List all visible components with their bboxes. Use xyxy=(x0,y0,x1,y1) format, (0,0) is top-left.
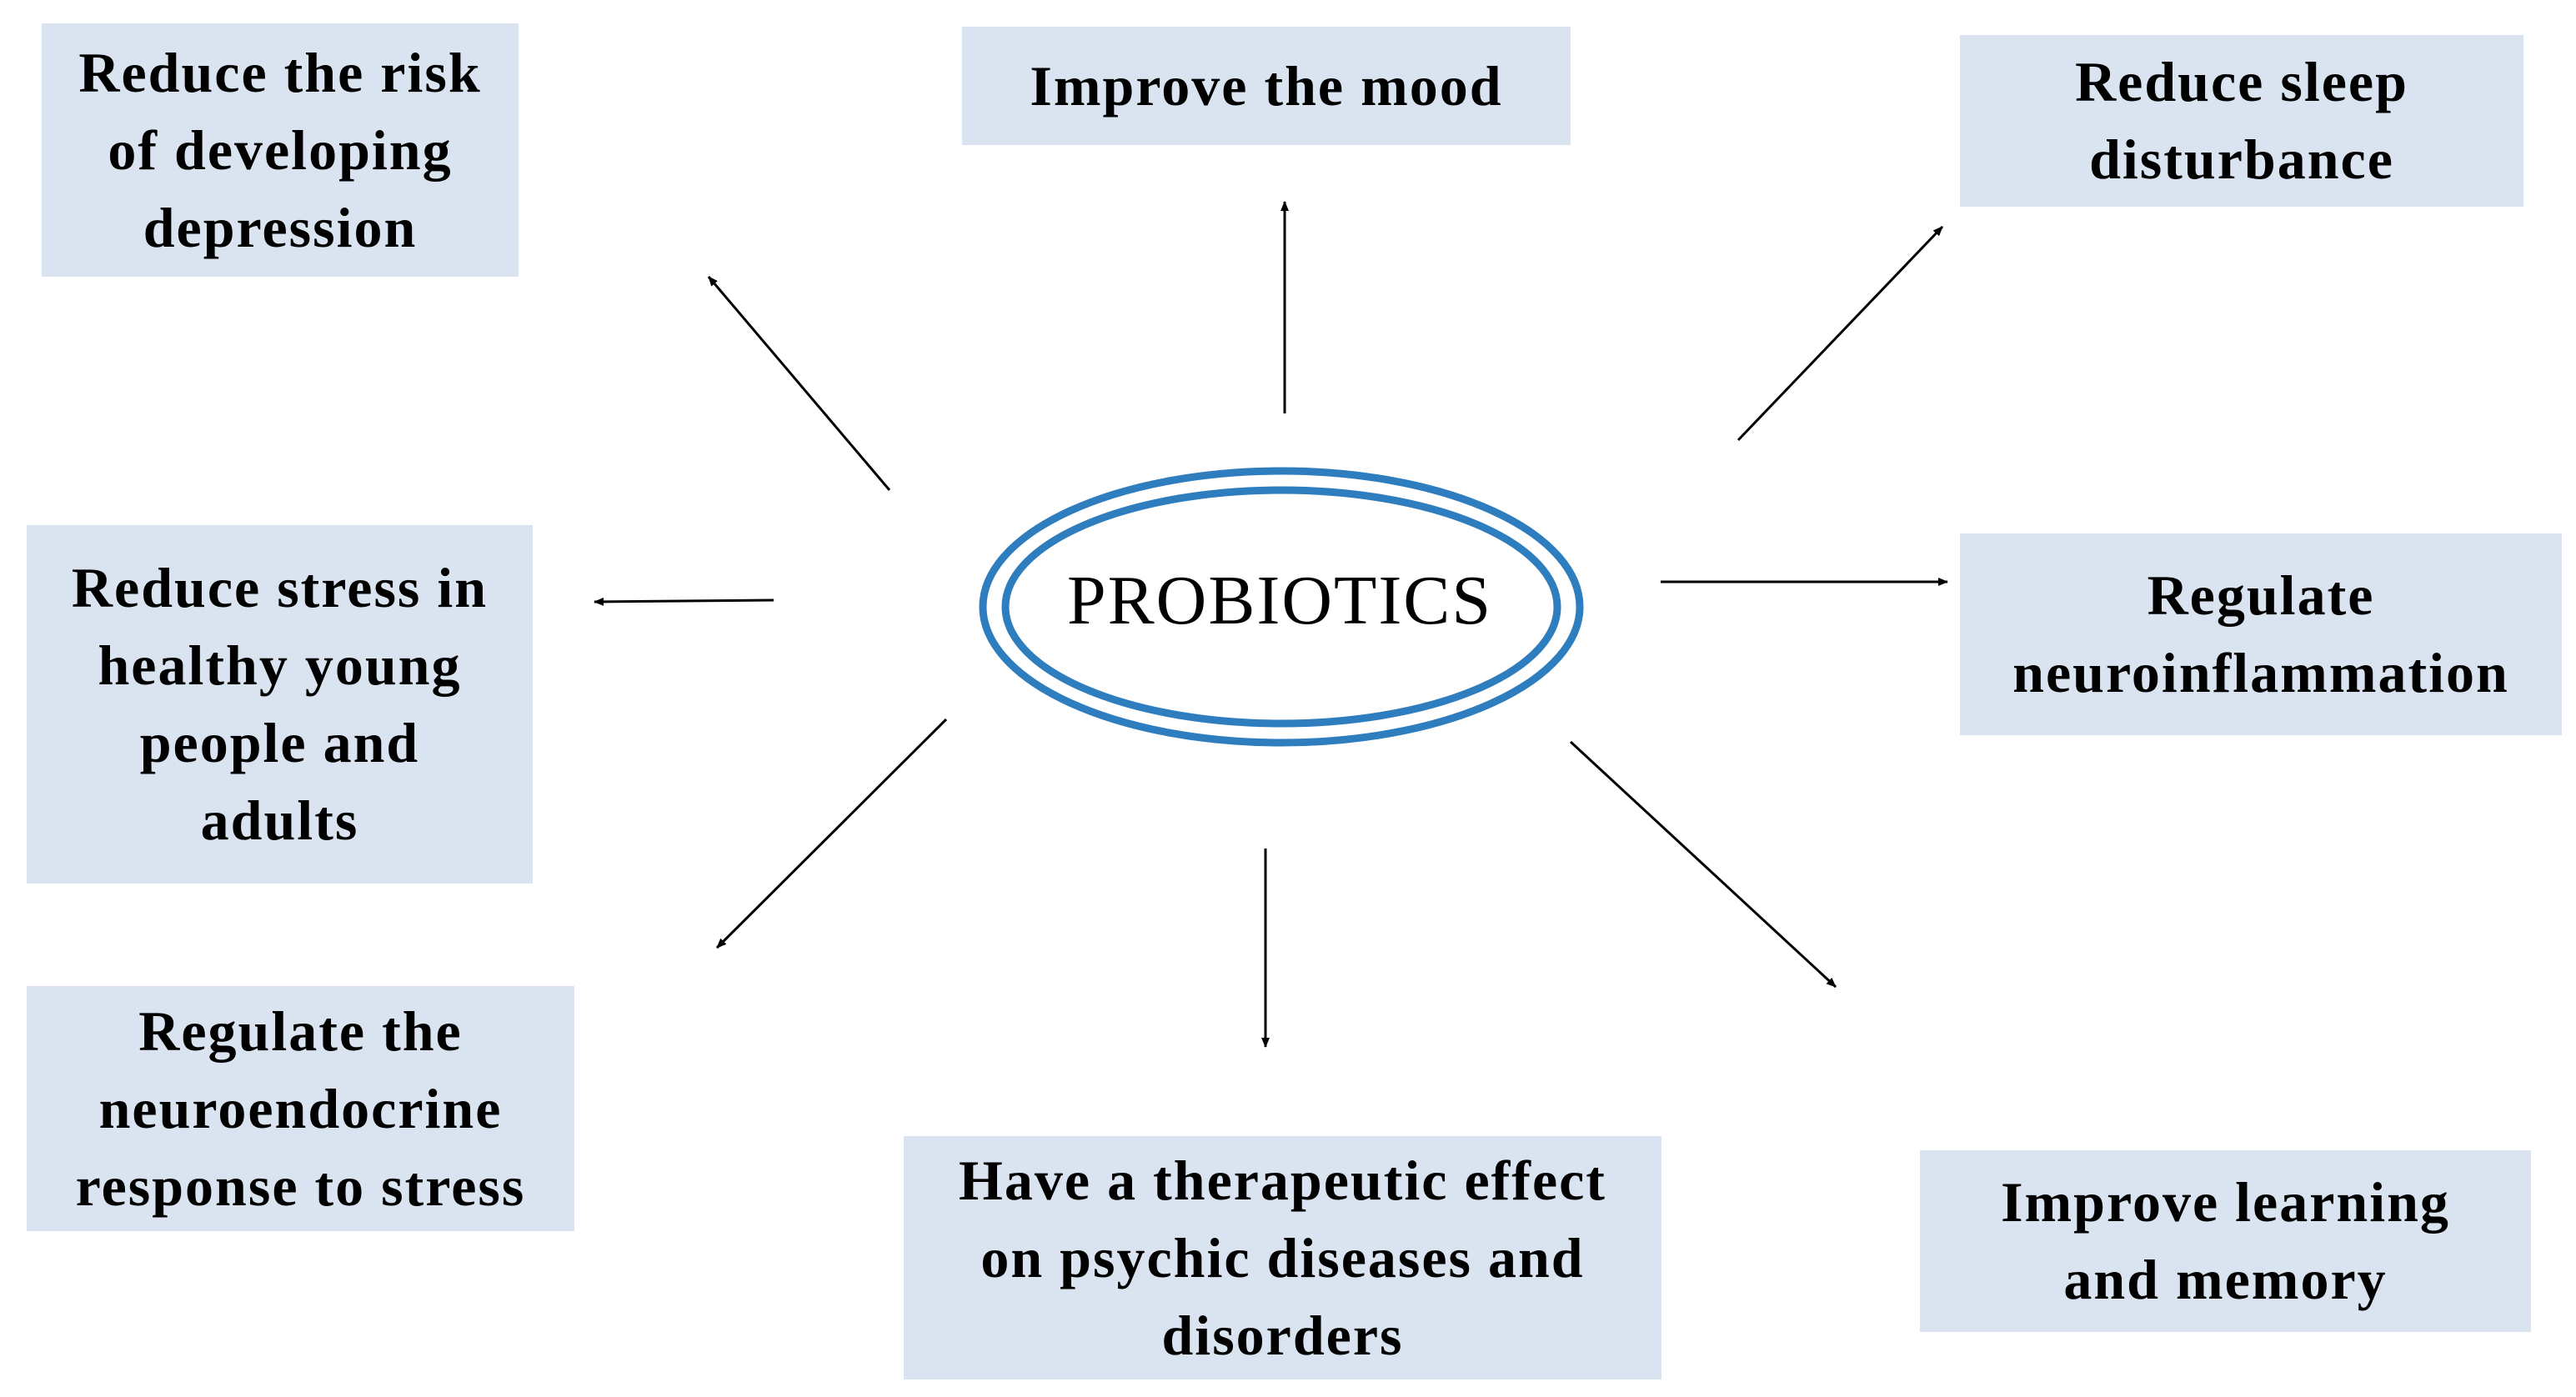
box-regulate-neuroinflammation: Regulate neuroinflammation xyxy=(1960,533,2562,735)
box-therapeutic-effect-text: Have a therapeutic effect on psychic dis… xyxy=(959,1148,1606,1367)
box-improve-learning-text: Improve learning and memory xyxy=(2001,1170,2450,1311)
box-reduce-sleep-disturbance-text: Reduce sleep disturbance xyxy=(2075,50,2408,191)
box-improve-mood-text: Improve the mood xyxy=(1030,53,1503,118)
box-regulate-neuroendocrine-text: Regulate the neuroendocrine response to … xyxy=(75,999,526,1218)
box-regulate-neuroinflammation-text: Regulate neuroinflammation xyxy=(2012,563,2509,704)
box-reduce-depression-risk-text: Reduce the risk of developing depression xyxy=(78,40,482,259)
box-therapeutic-effect: Have a therapeutic effect on psychic dis… xyxy=(904,1136,1661,1379)
box-improve-learning: Improve learning and memory xyxy=(1920,1150,2531,1332)
arrow-to-learning xyxy=(1569,740,1837,989)
arrow-to-depression-risk xyxy=(707,276,891,491)
box-regulate-neuroendocrine: Regulate the neuroendocrine response to … xyxy=(27,986,574,1231)
arrow-to-sleep xyxy=(1737,225,1944,442)
box-reduce-stress-text: Reduce stress in healthy young people an… xyxy=(71,556,489,852)
arrow-to-stress xyxy=(594,597,774,606)
box-reduce-sleep-disturbance: Reduce sleep disturbance xyxy=(1960,35,2523,207)
box-improve-mood: Improve the mood xyxy=(962,27,1571,145)
box-reduce-stress: Reduce stress in healthy young people an… xyxy=(27,525,533,884)
probiotics-ellipse-inner xyxy=(1001,486,1561,728)
arrow-to-neuroendocrine xyxy=(715,718,948,949)
probiotics-label: PROBIOTICS xyxy=(1066,561,1493,639)
probiotics-ellipse-outer xyxy=(979,467,1584,747)
box-reduce-depression-risk: Reduce the risk of developing depression xyxy=(42,23,519,277)
